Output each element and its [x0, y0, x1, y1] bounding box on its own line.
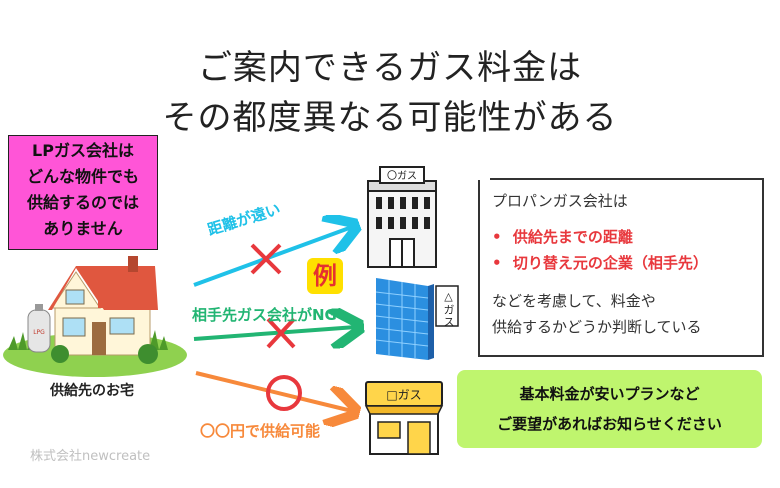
distance-arrow — [193, 227, 352, 287]
building-sign-board — [379, 166, 425, 184]
company-building-top: 〇ガス — [367, 166, 437, 268]
building-sign-top: 〇ガス — [387, 170, 417, 182]
company-credit: 株式会社newcreate — [30, 449, 151, 464]
building-sign-middle: △ガス — [442, 290, 455, 328]
info-line2: 供給するかどうか判断している — [492, 318, 702, 336]
info-bullet2: • 切り替え元の企業（相手先） — [492, 252, 708, 273]
example-badge: 例 — [307, 258, 343, 294]
roof-right — [98, 272, 156, 308]
grass-tuft-left — [8, 332, 36, 350]
lp-notice-line2: どんな物件でも — [26, 167, 139, 186]
page-title-line2: その都度異なる可能性がある — [162, 98, 618, 138]
house-illustration: LPG — [3, 256, 187, 377]
info-bullet2-text: 切り替え元の企業（相手先） — [512, 254, 708, 272]
shop-window — [377, 421, 401, 439]
tower-glass-lines — [375, 280, 429, 358]
company-building-middle — [375, 278, 459, 360]
tank-valve — [35, 304, 43, 311]
arrows-layer — [193, 215, 380, 445]
partner-label: 相手先ガス会社がNG — [192, 306, 337, 324]
tower-face-right — [428, 284, 434, 360]
bullet-mark: • — [492, 228, 502, 246]
window-top — [65, 289, 85, 305]
bush-right — [138, 344, 158, 364]
page-title-line1: ご案内できるガス料金は — [197, 48, 583, 88]
recommend-box: 基本料金が安いプランなど ご要望があればお知らせください — [457, 370, 762, 448]
accept-mark — [266, 375, 302, 411]
recommend-line2: ご要望があればお知らせください — [497, 415, 722, 433]
info-line1: などを考慮して、料金や — [492, 292, 656, 310]
lp-notice-line1: LPガス会社は — [32, 141, 134, 160]
chimney — [128, 256, 138, 272]
window-left — [62, 317, 86, 337]
lp-notice-box: LPガス会社は どんな物件でも 供給するのでは ありません — [8, 135, 158, 250]
house-caption: 供給先のお宅 — [50, 383, 134, 399]
shop-door — [407, 421, 431, 455]
tank-label: LPG — [33, 329, 45, 336]
info-box: プロパンガス会社は • 供給先までの距離 • 切り替え元の企業（相手先） などを… — [478, 178, 764, 357]
company-building-bottom: □ガス — [364, 381, 444, 455]
info-bullet1-text: 供給先までの距離 — [512, 228, 633, 246]
lp-notice-line4: ありません — [43, 219, 123, 238]
building-windows — [376, 197, 430, 229]
reject-mark-partner — [266, 317, 296, 349]
ok-arrow — [195, 371, 352, 411]
ok-label: 〇〇円で供給可能 — [200, 422, 321, 440]
building-sign-bottom: □ガス — [386, 388, 421, 402]
shop-awning-edge — [364, 405, 444, 415]
door — [92, 322, 106, 355]
info-heading: プロパンガス会社は — [492, 192, 628, 210]
lp-notice-line3: 供給するのでは — [26, 193, 139, 212]
bush-left — [51, 345, 69, 363]
tower-sign-board — [435, 285, 459, 327]
recommend-line1: 基本料金が安いプランなど — [519, 385, 700, 403]
bullet-mark: • — [492, 254, 502, 272]
window-right — [109, 317, 135, 335]
info-bullet1: • 供給先までの距離 — [492, 226, 633, 247]
reject-mark-distance — [250, 243, 282, 275]
partner-arrow — [193, 327, 356, 339]
